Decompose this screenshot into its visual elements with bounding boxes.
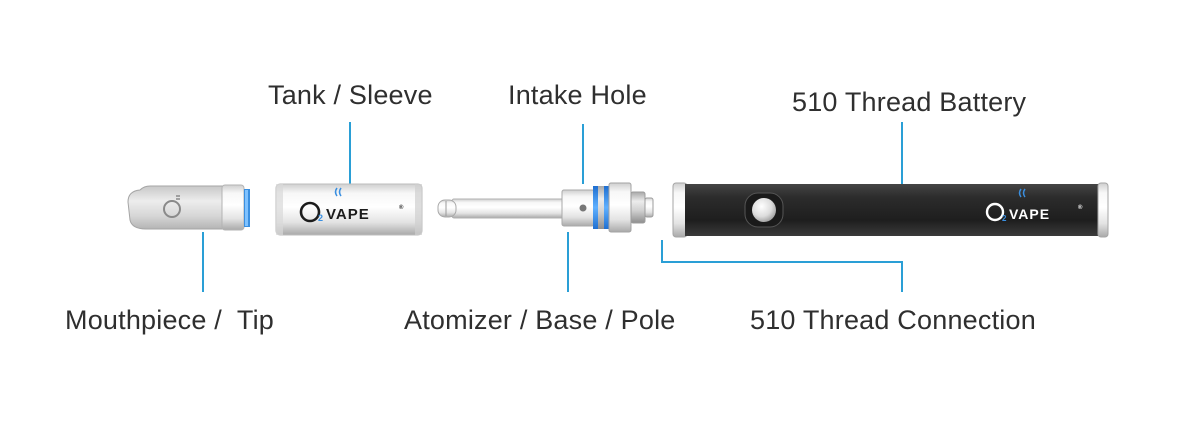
tank-brand-sub: 2 <box>318 213 323 223</box>
label-510-thread-connection: 510 Thread Connection <box>750 305 1036 335</box>
tank-brand-name: VAPE <box>326 206 370 223</box>
battery-brand-reg: ® <box>1078 204 1083 211</box>
battery-brand-logo: 2 VAPE ® <box>1002 204 1083 223</box>
mouthpiece-logo-icon <box>163 200 181 218</box>
atomizer-blue-ring-1 <box>593 186 598 229</box>
tank-brand-reg: ® <box>399 204 404 211</box>
label-atomizer-base-pole: Atomizer / Base / Pole <box>404 305 676 335</box>
label-mouthpiece-tip: Mouthpiece / Tip <box>65 305 275 335</box>
battery-logo-o-icon <box>985 202 1005 222</box>
mouthpiece-part <box>127 184 250 231</box>
battery-fire-button <box>752 198 776 222</box>
battery-brand-name: VAPE <box>1009 206 1050 222</box>
battery-part <box>672 182 1109 238</box>
label-intake-hole: Intake Hole <box>508 80 647 110</box>
battery-brand-sub: 2 <box>1002 214 1007 223</box>
tank-brand-logo: 2 VAPE ® <box>318 204 404 223</box>
atomizer-blue-ring-2 <box>604 186 609 229</box>
tank-logo-o-icon <box>299 201 321 223</box>
label-tank-sleeve: Tank / Sleeve <box>268 80 433 110</box>
label-510-thread-battery: 510 Thread Battery <box>792 87 1027 117</box>
leader-lines <box>202 122 903 292</box>
atomizer-part <box>437 182 654 233</box>
tank-sleeve-part <box>275 183 423 236</box>
leader-connection <box>661 240 903 292</box>
intake-hole-marker <box>579 204 587 212</box>
